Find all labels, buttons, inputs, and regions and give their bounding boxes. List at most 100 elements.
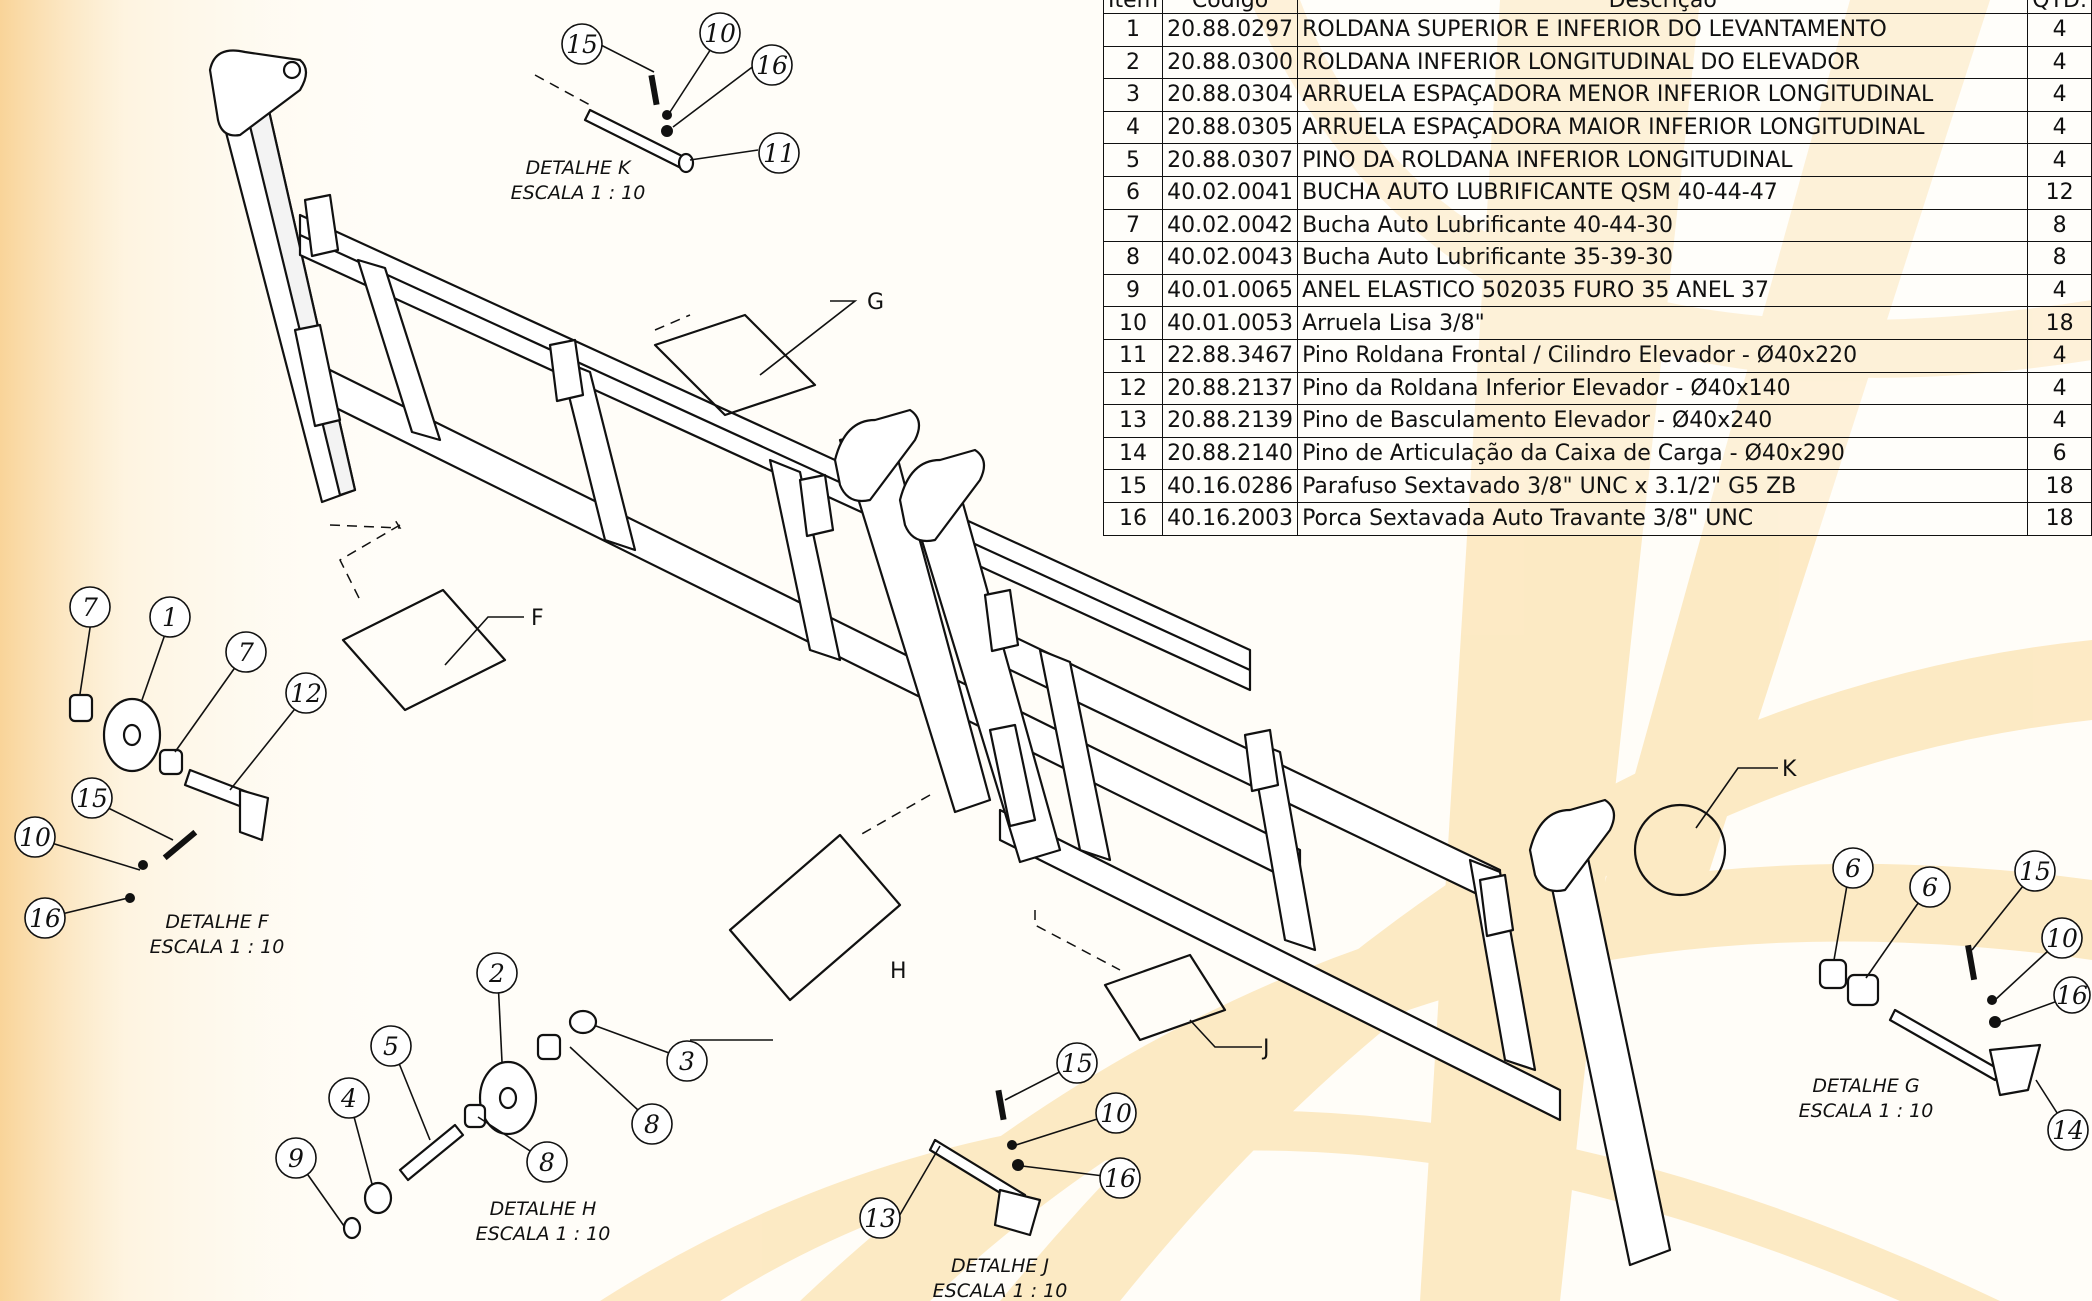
svg-text:13: 13 <box>864 1204 896 1233</box>
svg-text:1: 1 <box>162 603 178 632</box>
svg-text:15: 15 <box>1061 1049 1093 1078</box>
exploded-parts <box>68 74 2042 1240</box>
svg-text:7: 7 <box>238 638 254 667</box>
bom-cell-item: 15 <box>1102 469 1164 503</box>
bom-cell-description: Pino Roldana Frontal / Cilindro Elevador… <box>1297 338 2029 373</box>
svg-text:16: 16 <box>1104 1164 1136 1193</box>
balloon-f7a: 7 <box>69 586 111 628</box>
balloon-f7b: 7 <box>225 631 267 673</box>
bom-cell-qty: 4 <box>2027 404 2092 438</box>
bom-cell-code: 40.16.2003 <box>1162 501 1299 536</box>
balloon-h4: 4 <box>328 1077 370 1119</box>
bom-cell-item: 3 <box>1102 78 1164 112</box>
bom-cell-description: ROLDANA INFERIOR LONGITUDINAL DO ELEVADO… <box>1297 45 2029 80</box>
detail-g-title: DETALHE G <box>1812 1075 1919 1097</box>
detail-h-title: DETALHE H <box>490 1198 597 1220</box>
bom-cell-description: Bucha Auto Lubrificante 40-44-30 <box>1297 208 2029 243</box>
bom-cell-qty: 4 <box>2027 338 2092 373</box>
detail-k-title: DETALHE K <box>526 157 632 179</box>
detail-f-title: DETALHE F <box>165 911 269 933</box>
bom-cell-qty: 18 <box>2027 469 2092 503</box>
bom-cell-code: 40.01.0065 <box>1162 273 1299 308</box>
svg-text:6: 6 <box>1922 873 1938 902</box>
bom-header-code: Código <box>1162 0 1299 14</box>
balloon-f16: 16 <box>24 897 66 939</box>
bom-cell-item: 7 <box>1102 208 1164 243</box>
balloon-k10: 10 <box>699 12 741 54</box>
detail-f-caption: DETALHE F ESCALA 1 : 10 <box>150 911 285 958</box>
detail-h-caption: DETALHE H ESCALA 1 : 10 <box>476 1198 611 1245</box>
bom-cell-description: Arruela Lisa 3/8" <box>1297 306 2029 340</box>
balloon-g6b: 6 <box>1909 866 1951 908</box>
bom-cell-description: Bucha Auto Lubrificante 35-39-30 <box>1297 241 2029 275</box>
bom-cell-qty: 4 <box>2027 78 2092 112</box>
bom-cell-code: 40.02.0042 <box>1162 208 1299 243</box>
bom-header-row: Item Código Descrição QTD. <box>1102 0 2092 14</box>
bom-cell-item: 5 <box>1102 143 1164 177</box>
svg-text:16: 16 <box>2056 981 2088 1010</box>
bom-cell-description: PINO DA ROLDANA INFERIOR LONGITUDINAL <box>1297 143 2029 177</box>
detail-k-scale: ESCALA 1 : 10 <box>511 182 646 204</box>
view-letter-f: F <box>531 606 544 631</box>
bom-cell-qty: 8 <box>2027 241 2092 275</box>
balloon-g10: 10 <box>2041 917 2083 959</box>
bom-cell-qty: 6 <box>2027 436 2092 471</box>
detail-k-caption: DETALHE K ESCALA 1 : 10 <box>511 157 646 204</box>
balloon-h9: 9 <box>275 1137 317 1179</box>
balloon-j15: 15 <box>1056 1042 1098 1084</box>
bom-cell-code: 20.88.0300 <box>1162 45 1299 80</box>
balloon-h3: 3 <box>666 1040 708 1082</box>
view-letter-j: J <box>1261 1036 1270 1061</box>
bom-cell-item: 2 <box>1102 45 1164 80</box>
balloon-k11: 11 <box>758 132 800 174</box>
balloon-j13: 13 <box>859 1197 901 1239</box>
bom-cell-code: 20.88.0297 <box>1162 13 1299 47</box>
bom-cell-code: 40.01.0053 <box>1162 306 1299 340</box>
bom-cell-code: 40.02.0041 <box>1162 175 1299 210</box>
balloon-f15: 15 <box>71 777 113 819</box>
svg-text:15: 15 <box>76 784 108 813</box>
view-letter-g: G <box>867 290 884 315</box>
detail-j-title: DETALHE J <box>951 1255 1049 1277</box>
balloon-k16: 16 <box>751 44 793 86</box>
bom-cell-qty: 4 <box>2027 273 2092 308</box>
svg-text:6: 6 <box>1845 854 1861 883</box>
bom-cell-item: 14 <box>1102 436 1164 471</box>
bom-cell-description: Porca Sextavada Auto Travante 3/8" UNC <box>1297 501 2029 536</box>
bom-cell-item: 13 <box>1102 404 1164 438</box>
elevator-frame <box>208 49 1672 1267</box>
bom-cell-item: 16 <box>1102 501 1164 536</box>
bom-cell-code: 40.16.0286 <box>1162 469 1299 503</box>
balloon-f10: 10 <box>14 816 56 858</box>
bom-cell-description: ROLDANA SUPERIOR E INFERIOR DO LEVANTAME… <box>1297 13 2029 47</box>
bom-cell-qty: 12 <box>2027 175 2092 210</box>
balloon-k15: 15 <box>561 23 603 65</box>
bom-cell-qty: 4 <box>2027 110 2092 145</box>
svg-text:11: 11 <box>763 139 795 168</box>
svg-text:5: 5 <box>383 1032 399 1061</box>
view-letter-k: K <box>1782 757 1797 782</box>
balloon-h2: 2 <box>476 952 518 994</box>
bom-cell-item: 10 <box>1102 306 1164 340</box>
detail-g-caption: DETALHE G ESCALA 1 : 10 <box>1799 1075 1934 1122</box>
bom-cell-description: Pino de Basculamento Elevador - Ø40x240 <box>1297 404 2029 438</box>
bom-cell-item: 6 <box>1102 175 1164 210</box>
bom-cell-qty: 4 <box>2027 371 2092 406</box>
bom-cell-description: Parafuso Sextavado 3/8" UNC x 3.1/2" G5 … <box>1297 469 2029 503</box>
balloon-g6a: 6 <box>1832 847 1874 889</box>
bom-cell-description: ANEL ELASTICO 502035 FURO 35 ANEL 37 <box>1297 273 2029 308</box>
